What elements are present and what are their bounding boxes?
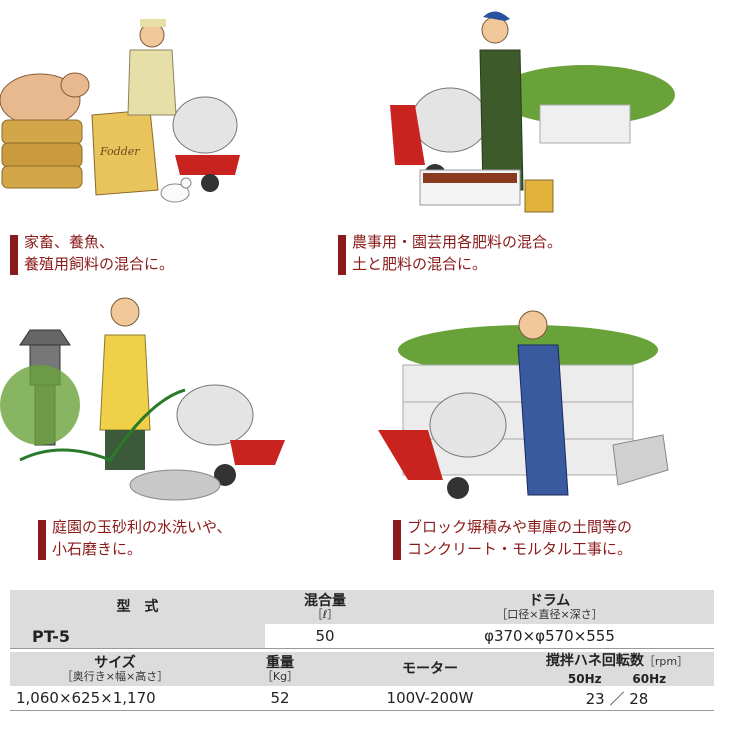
caption-gravel-wash: 庭園の玉砂利の水洗いや、 小石磨きに。 — [38, 516, 232, 560]
caption-concrete-work: ブロック塀積みや車庫の土間等の コンクリート・モルタル工事に。 — [393, 516, 632, 560]
caption-line: 農事用・園芸用各肥料の混合。 — [352, 233, 563, 251]
caption-line: 養殖用飼料の混合に。 — [24, 255, 175, 273]
caption-line: 庭園の玉砂利の水洗いや、 — [52, 518, 232, 536]
cement-mixer-icon — [172, 96, 240, 192]
rpm-header: 撹拌ハネ回転数［rpm］ 50Hz 60Hz — [545, 653, 689, 687]
farmer-figure — [127, 19, 177, 116]
motor-header: モーター — [402, 660, 458, 677]
capacity-value: 50 — [315, 627, 335, 645]
size-value: 1,060×625×1,170 — [16, 689, 156, 707]
caption-line: 小石磨きに。 — [52, 540, 143, 558]
capacity-header: 混合量 ［ℓ］ — [304, 592, 346, 621]
rpm-value: 23 ／ 28 — [585, 689, 649, 708]
caption-fertilizer: 農事用・園芸用各肥料の混合。 土と肥料の混合に。 — [338, 231, 562, 275]
concrete-work-illustration — [378, 310, 669, 499]
caption-marker — [393, 520, 401, 560]
model-header: 型 式 — [116, 598, 159, 615]
caption-line: コンクリート・モルタル工事に。 — [407, 540, 633, 558]
weight-header: 重量 ［Kg］ — [261, 654, 299, 683]
shrubs — [0, 365, 80, 445]
spec-row-model: PT-5 50 φ370×φ570×555 — [10, 624, 714, 649]
caption-line: 家畜、養魚、 — [24, 233, 115, 251]
model-value: PT-5 — [10, 624, 265, 648]
chicken-icon — [160, 177, 192, 203]
fodder-label: Fodder — [99, 145, 140, 158]
worker-figure — [99, 297, 151, 470]
caption-livestock-feed: 家畜、養魚、 養殖用飼料の混合に。 — [10, 231, 174, 275]
soil-tray — [419, 169, 521, 206]
bucket-icon — [524, 179, 554, 213]
gravel-pile — [129, 469, 221, 501]
weight-value: 52 — [270, 689, 290, 707]
pig-icon — [0, 72, 90, 127]
motor-value: 100V-200W — [386, 689, 474, 707]
spec-header-row-1: 型 式 混合量 ［ℓ］ ドラム ［口径×直径×深さ］ — [10, 590, 714, 624]
spec-row-dimensions: 1,060×625×1,170 52 100V-200W 23 ／ 28 — [10, 686, 714, 711]
caption-line: ブロック塀積みや車庫の土間等の — [407, 518, 633, 536]
gardener-figure — [479, 11, 524, 191]
caption-marker — [10, 235, 18, 275]
cement-mixer-icon — [176, 384, 285, 486]
garden-hose — [19, 388, 186, 462]
shrubs — [495, 65, 675, 144]
size-header: サイズ ［奥行き×幅×高さ］ — [61, 654, 169, 683]
drum-value: φ370×φ570×555 — [484, 627, 615, 645]
fodder-bag: Fodder — [91, 109, 159, 196]
mason-figure — [517, 310, 569, 496]
caption-line: 土と肥料の混合に。 — [352, 255, 488, 273]
spec-header-row-2: サイズ ［奥行き×幅×高さ］ 重量 ［Kg］ モーター 撹拌ハネ回転数［rpm］… — [10, 652, 714, 686]
caption-marker — [338, 235, 346, 275]
concrete-block-icon — [612, 434, 669, 486]
drum-header: ドラム ［口径×直径×深さ］ — [496, 592, 603, 621]
fertilizer-illustration — [390, 11, 675, 213]
livestock-feed-illustration: Fodder — [0, 19, 240, 203]
spec-table: 型 式 混合量 ［ℓ］ ドラム ［口径×直径×深さ］ PT-5 50 φ370×… — [10, 590, 714, 715]
cement-mixer-icon — [378, 392, 507, 499]
caption-marker — [38, 520, 46, 560]
feed-sacks — [1, 119, 83, 189]
gravel-wash-illustration — [0, 297, 285, 501]
